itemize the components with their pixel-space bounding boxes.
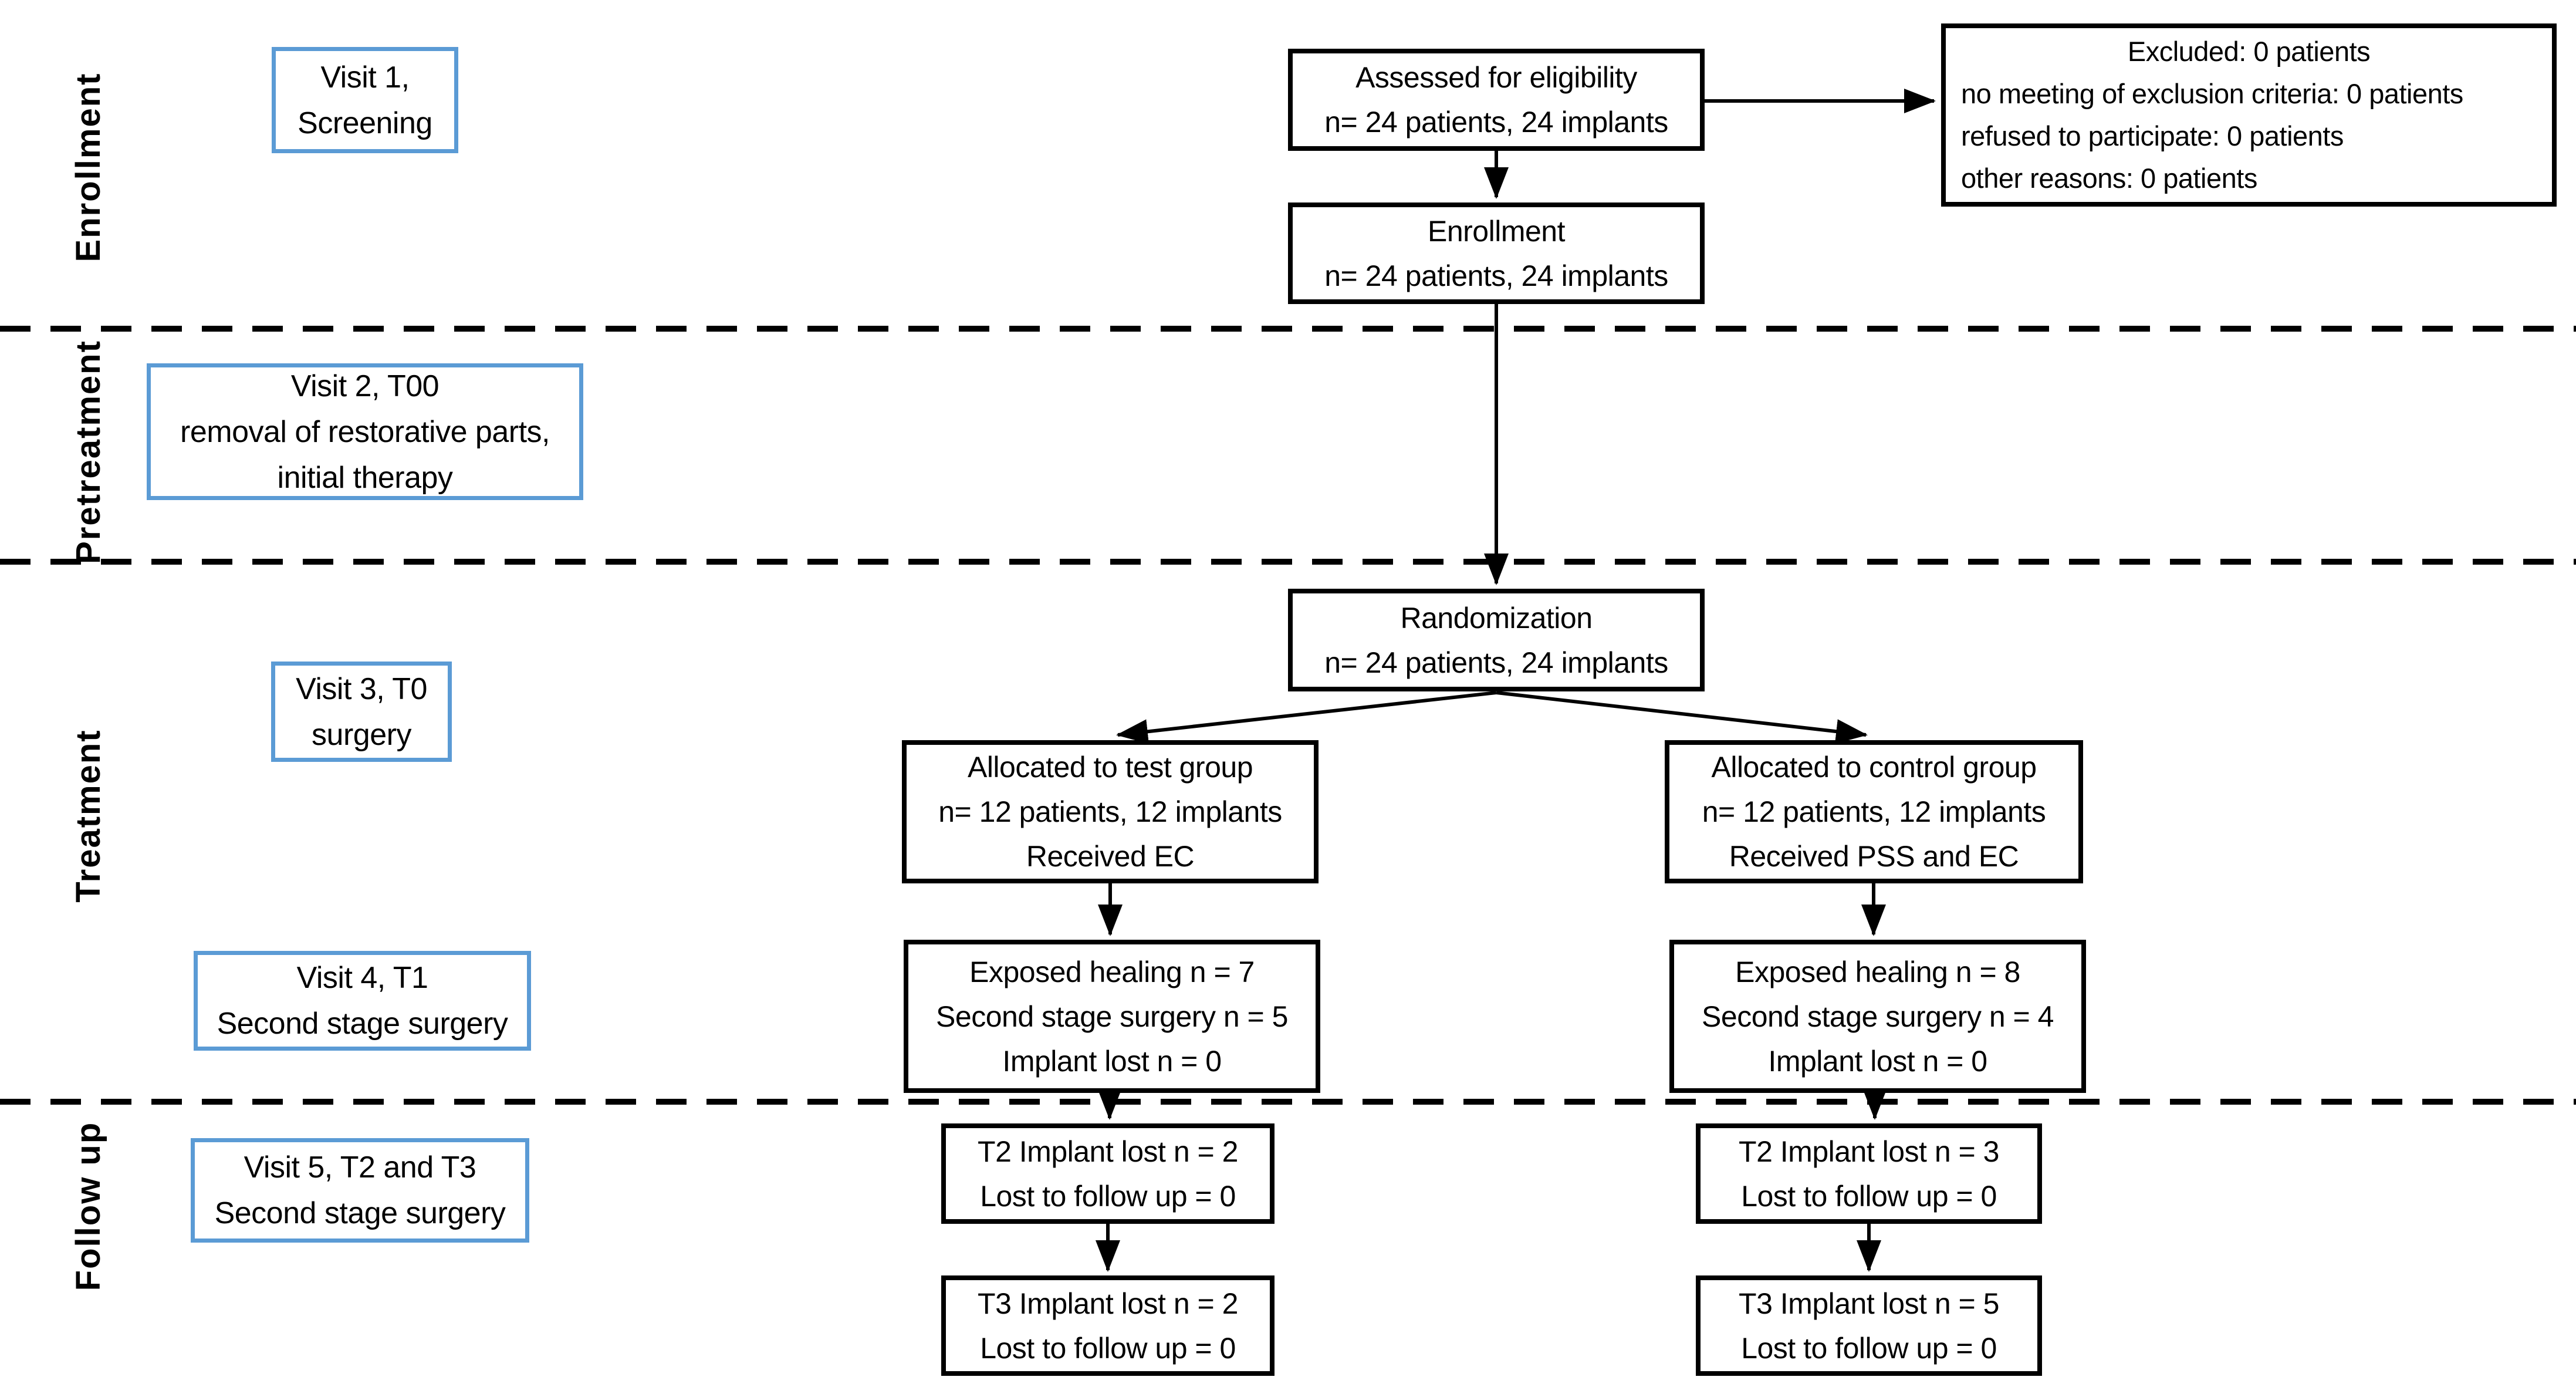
excluded-line: no meeting of exclusion criteria: 0 pati… bbox=[1961, 78, 2463, 109]
control-t3-line: Lost to follow up = 0 bbox=[1741, 1331, 1997, 1365]
control-t3-box: T3 Implant lost n = 5 Lost to follow up … bbox=[1696, 1275, 2042, 1376]
control-alloc-line: n= 12 patients, 12 implants bbox=[1702, 795, 2046, 828]
visit2-line: Visit 2, T00 bbox=[290, 369, 440, 403]
stage-label-pretreatment: Pretreatment bbox=[69, 340, 107, 564]
visit2-line: removal of restorative parts, bbox=[180, 414, 550, 449]
visit3-line: surgery bbox=[312, 717, 411, 752]
visit5-followup-box: Visit 5, T2 and T3 Second stage surgery bbox=[191, 1138, 529, 1243]
visit1-screening-box: Visit 1, Screening bbox=[272, 47, 458, 153]
excluded-line: Excluded: 0 patients bbox=[2127, 36, 2371, 67]
test-t2-line: T2 Implant lost n = 2 bbox=[978, 1135, 1238, 1168]
assessed-line: Assessed for eligibility bbox=[1355, 61, 1637, 94]
control-alloc-line: Allocated to control group bbox=[1711, 751, 2037, 784]
enrollment-box: Enrollment n= 24 patients, 24 implants bbox=[1288, 203, 1705, 304]
test-t2-line: Lost to follow up = 0 bbox=[980, 1179, 1236, 1213]
test-t3-line: Lost to follow up = 0 bbox=[980, 1331, 1236, 1365]
test-alloc-line: n= 12 patients, 12 implants bbox=[938, 795, 1282, 828]
stage-label-enrollment: Enrollment bbox=[69, 72, 107, 262]
visit4-second-stage-box: Visit 4, T1 Second stage surgery bbox=[194, 951, 531, 1051]
test-alloc-line: Received EC bbox=[1026, 840, 1195, 873]
control-t2-line: Lost to follow up = 0 bbox=[1741, 1179, 1997, 1213]
test-healing-line: Exposed healing n = 7 bbox=[969, 955, 1255, 988]
test-t2-box: T2 Implant lost n = 2 Lost to follow up … bbox=[941, 1123, 1275, 1224]
control-t2-line: T2 Implant lost n = 3 bbox=[1739, 1135, 1999, 1168]
visit3-line: Visit 3, T0 bbox=[296, 671, 427, 706]
test-healing-line: Second stage surgery n = 5 bbox=[936, 1000, 1288, 1033]
test-t3-box: T3 Implant lost n = 2 Lost to follow up … bbox=[941, 1275, 1275, 1376]
control-group-allocation-box: Allocated to control group n= 12 patient… bbox=[1665, 740, 2083, 883]
assessed-eligibility-box: Assessed for eligibility n= 24 patients,… bbox=[1288, 49, 1705, 151]
test-healing-box: Exposed healing n = 7 Second stage surge… bbox=[904, 940, 1320, 1093]
control-healing-box: Exposed healing n = 8 Second stage surge… bbox=[1669, 940, 2086, 1093]
control-t2-box: T2 Implant lost n = 3 Lost to follow up … bbox=[1696, 1123, 2042, 1224]
randomization-line: Randomization bbox=[1400, 601, 1593, 635]
test-healing-line: Implant lost n = 0 bbox=[1002, 1044, 1222, 1078]
test-group-allocation-box: Allocated to test group n= 12 patients, … bbox=[902, 740, 1319, 883]
enrollment-line: n= 24 patients, 24 implants bbox=[1324, 259, 1668, 292]
visit1-line: Screening bbox=[298, 106, 432, 140]
visit2-line: initial therapy bbox=[277, 460, 453, 495]
excluded-line: refused to participate: 0 patients bbox=[1961, 120, 2344, 151]
control-healing-line: Exposed healing n = 8 bbox=[1735, 955, 2020, 988]
stage-label-followup: Follow up bbox=[69, 1121, 107, 1291]
excluded-line: other reasons: 0 patients bbox=[1961, 163, 2257, 194]
visit2-pretreatment-box: Visit 2, T00 removal of restorative part… bbox=[147, 363, 583, 500]
control-healing-line: Second stage surgery n = 4 bbox=[1702, 1000, 2054, 1033]
randomization-box: Randomization n= 24 patients, 24 implant… bbox=[1288, 589, 1705, 691]
test-t3-line: T3 Implant lost n = 2 bbox=[978, 1287, 1238, 1320]
excluded-box: Excluded: 0 patients no meeting of exclu… bbox=[1941, 23, 2557, 207]
control-t3-line: T3 Implant lost n = 5 bbox=[1739, 1287, 1999, 1320]
arrow-randomization-to-control bbox=[1496, 691, 1868, 744]
visit5-line: Second stage surgery bbox=[214, 1196, 506, 1230]
visit3-surgery-box: Visit 3, T0 surgery bbox=[271, 662, 452, 762]
enrollment-line: Enrollment bbox=[1428, 214, 1566, 248]
arrow-randomization-to-test bbox=[1116, 691, 1497, 744]
visit4-line: Visit 4, T1 bbox=[296, 961, 428, 995]
test-alloc-line: Allocated to test group bbox=[967, 751, 1253, 784]
visit5-line: Visit 5, T2 and T3 bbox=[244, 1150, 476, 1184]
stage-label-treatment: Treatment bbox=[69, 729, 107, 903]
visit4-line: Second stage surgery bbox=[217, 1007, 508, 1041]
assessed-line: n= 24 patients, 24 implants bbox=[1324, 106, 1668, 139]
randomization-line: n= 24 patients, 24 implants bbox=[1324, 646, 1668, 679]
control-alloc-line: Received PSS and EC bbox=[1729, 840, 2019, 873]
control-healing-line: Implant lost n = 0 bbox=[1768, 1044, 1987, 1078]
visit1-line: Visit 1, bbox=[320, 60, 410, 95]
